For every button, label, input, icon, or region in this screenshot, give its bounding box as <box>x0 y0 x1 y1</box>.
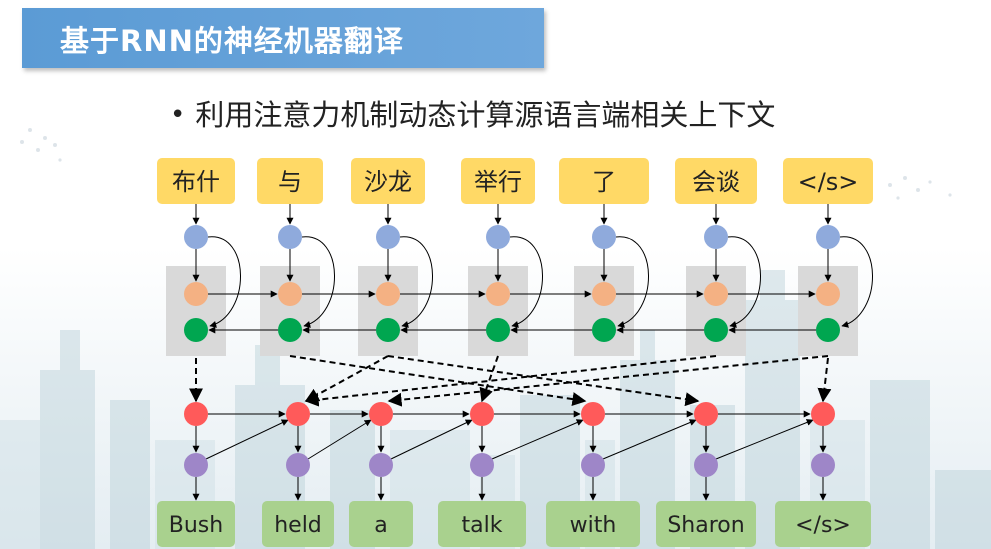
backward-state-node <box>486 318 510 342</box>
forward-state-node <box>278 282 302 306</box>
decoder-state-node <box>369 402 393 426</box>
source-token-label: 布什 <box>172 168 220 196</box>
target-token-label: Bush <box>169 513 223 538</box>
embedding-to-backward-curve <box>301 236 335 328</box>
output-feedback-arrow <box>390 419 473 460</box>
source-token-box <box>559 158 649 204</box>
embedding-to-backward-curve <box>399 236 433 328</box>
backward-state-node <box>184 318 208 342</box>
title-banner: 基于RNN的神经机器翻译 <box>22 8 544 68</box>
attention-dashed-arrow <box>479 355 499 403</box>
output-feedback-arrow <box>491 419 584 460</box>
source-token-box <box>351 158 425 204</box>
target-token-label: </s> <box>795 513 851 538</box>
embedding-node <box>376 225 400 249</box>
forward-state-node <box>704 282 728 306</box>
source-token-box <box>157 158 235 204</box>
attention-dashed-arrow <box>387 355 829 407</box>
decoder-state-node <box>286 402 310 426</box>
source-token-label: 会谈 <box>692 168 740 196</box>
output-feedback-arrow <box>715 419 814 460</box>
embedding-to-backward-curve <box>615 236 649 328</box>
decoder-output-node <box>811 453 835 477</box>
decoder-output-node <box>286 453 310 477</box>
target-token-box <box>262 501 334 547</box>
forward-state-node <box>184 282 208 306</box>
target-token-box <box>546 501 640 547</box>
embedding-node <box>816 225 840 249</box>
backward-state-node <box>278 318 302 342</box>
forward-state-node <box>816 282 840 306</box>
forward-state-node <box>376 282 400 306</box>
decoder-state-node <box>470 402 494 426</box>
output-feedback-arrow <box>602 419 697 460</box>
embedding-to-backward-curve <box>839 236 873 328</box>
backward-state-node <box>592 318 616 342</box>
embedding-node <box>278 225 302 249</box>
source-token-label: </s> <box>798 168 859 196</box>
forward-state-node <box>486 282 510 306</box>
target-token-label: talk <box>462 513 503 538</box>
source-token-label: 沙龙 <box>364 168 412 196</box>
slide-title: 基于RNN的神经机器翻译 <box>60 24 404 58</box>
attention-dashed-arrow <box>304 355 389 402</box>
backward-state-node <box>704 318 728 342</box>
embedding-to-backward-curve <box>207 236 241 328</box>
target-token-box <box>349 501 413 547</box>
source-token-label: 举行 <box>474 168 522 196</box>
source-token-box <box>257 158 323 204</box>
source-token-box <box>461 158 535 204</box>
decoder-state-node <box>581 402 605 426</box>
backward-state-node <box>376 318 400 342</box>
output-feedback-arrow <box>205 419 289 460</box>
decoder-state-node <box>811 402 835 426</box>
target-token-box <box>656 501 756 547</box>
source-token-box <box>783 158 873 204</box>
bullet-dot-icon: • <box>170 100 186 130</box>
backward-state-node <box>816 318 840 342</box>
decoder-state-node <box>184 402 208 426</box>
source-token-box <box>675 158 757 204</box>
attention-dashed-arrow <box>304 355 717 407</box>
attention-dashed-arrow <box>817 357 832 403</box>
target-token-box <box>438 501 526 547</box>
embedding-node <box>704 225 728 249</box>
embedding-node <box>592 225 616 249</box>
bullet-text: 利用注意力机制动态计算源语言端相关上下文 <box>195 98 776 132</box>
embedding-to-backward-curve <box>727 236 761 328</box>
decoder-output-node <box>470 453 494 477</box>
decoder-output-node <box>581 453 605 477</box>
source-token-label: 与 <box>278 168 302 196</box>
target-token-label: Sharon <box>667 513 744 538</box>
decoder-output-node <box>694 453 718 477</box>
target-token-box <box>775 501 871 547</box>
target-token-label: a <box>374 513 387 538</box>
attention-dashed-arrow <box>387 355 700 407</box>
embedding-node <box>184 225 208 249</box>
output-feedback-arrow <box>307 419 372 460</box>
decoder-output-node <box>184 453 208 477</box>
target-token-box <box>157 501 235 547</box>
decoder-state-node <box>694 402 718 426</box>
source-token-label: 了 <box>592 168 616 196</box>
target-token-label: with <box>570 513 617 538</box>
decoder-output-node <box>369 453 393 477</box>
target-token-label: held <box>274 513 322 538</box>
forward-state-node <box>592 282 616 306</box>
bullet-point: • 利用注意力机制动态计算源语言端相关上下文 <box>170 92 775 132</box>
embedding-node <box>486 225 510 249</box>
embedding-to-backward-curve <box>509 236 543 328</box>
